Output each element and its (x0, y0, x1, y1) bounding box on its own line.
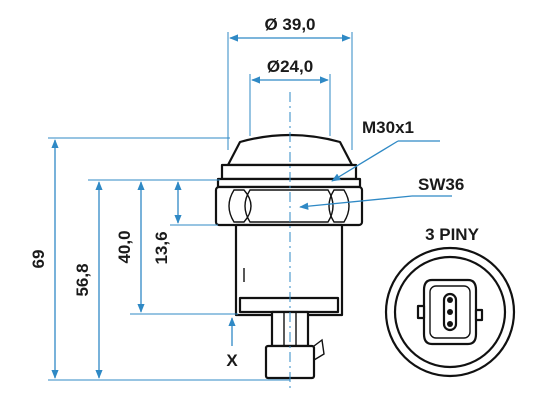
wrench-size-label: SW36 (418, 175, 464, 194)
diameter-39-dimension: Ø 39,0 (227, 15, 353, 150)
height-69-dimension: 69 (29, 139, 59, 379)
hex-face-left (228, 189, 252, 223)
bottom-flange (238, 296, 340, 314)
x-marker-label: X (226, 351, 238, 370)
wrench-leader: SW36 (299, 175, 464, 210)
x-marker: X (226, 317, 238, 370)
pin-3 (447, 321, 453, 327)
pin-2 (447, 309, 453, 315)
height-69-label: 69 (29, 250, 48, 269)
height-56-label: 56,8 (73, 263, 92, 296)
connector-inner-frame (429, 285, 471, 339)
sensor-cap (226, 133, 354, 167)
connector-key-left (416, 304, 426, 320)
diameter-24-label: Ø24,0 (267, 57, 313, 76)
thread-leader: M30x1 (331, 118, 440, 182)
hex-nut (214, 185, 364, 227)
connector-face-view: 3 PINY (384, 225, 516, 378)
cap-base (220, 163, 358, 181)
thread-label: M30x1 (362, 118, 414, 137)
connector-key-right (474, 308, 484, 322)
sensor-body (214, 133, 364, 380)
connector-title: 3 PINY (425, 225, 480, 244)
height-40-label: 40,0 (115, 230, 134, 263)
diameter-39-label: Ø 39,0 (264, 15, 315, 34)
height-13-label: 13,6 (152, 231, 171, 264)
height-13-dimension: 13,6 (152, 181, 182, 265)
plug-latch (313, 338, 325, 361)
height-40-dimension: 40,0 (115, 181, 145, 313)
diameter-24-dimension: Ø24,0 (249, 57, 331, 136)
pin-1 (447, 297, 453, 303)
thread-ring (216, 177, 362, 189)
height-56-dimension: 56,8 (73, 181, 103, 379)
hex-face-right (328, 189, 350, 223)
